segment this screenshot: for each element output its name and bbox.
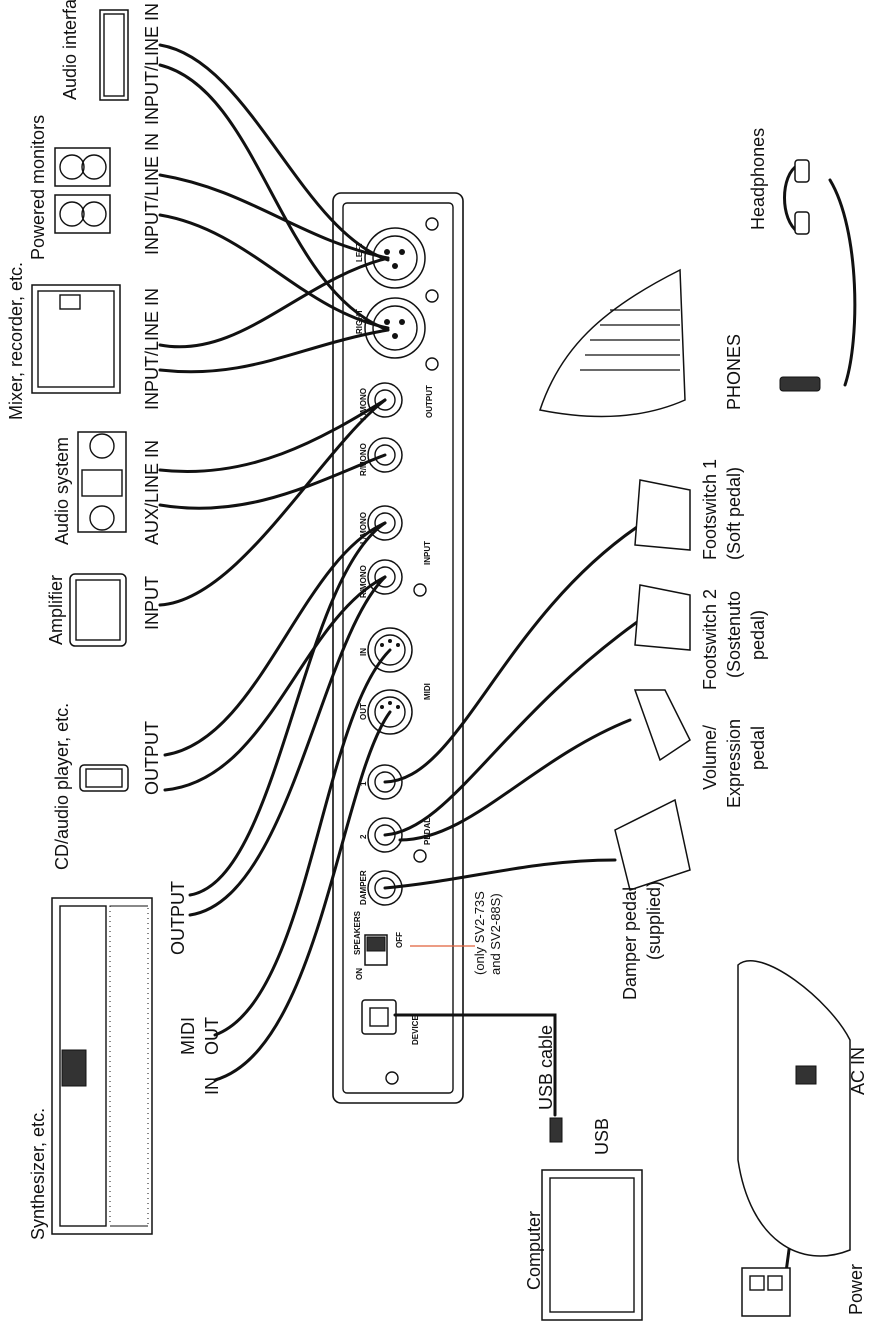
- panel-device-label: DEVICE: [411, 1015, 420, 1045]
- label-usb-cable: USB cable: [536, 1025, 556, 1110]
- damper-pedal-device: [614, 798, 691, 891]
- label-computer: Computer: [524, 1211, 544, 1290]
- label-output-cd: OUTPUT: [142, 721, 162, 795]
- mixer-device: [31, 284, 121, 394]
- label-footswitch-1: Footswitch 1: [700, 459, 720, 560]
- label-powered-monitors: Powered monitors: [28, 115, 48, 260]
- label-synthesizer: Synthesizer, etc.: [28, 1108, 48, 1240]
- label-footswitch-2: Footswitch 2: [700, 589, 720, 690]
- label-input-line-in-2: INPUT/LINE IN: [142, 133, 162, 255]
- piano-body-ac: [737, 960, 851, 1257]
- computer-device: [541, 1169, 643, 1321]
- panel-pedal-2-label: 2: [359, 834, 368, 839]
- label-footswitch-1-sub: (Soft pedal): [724, 467, 744, 560]
- rear-panel: [332, 192, 464, 1104]
- panel-r-mono-in-label: R/MONO: [359, 565, 368, 598]
- label-midi: MIDI: [178, 1017, 198, 1055]
- panel-on-label: ON: [355, 968, 364, 980]
- amplifier-device: [69, 573, 127, 647]
- label-usb: USB: [592, 1118, 612, 1155]
- label-footswitch-2-sub2: pedal): [748, 610, 768, 660]
- label-volume-pedal-3: pedal: [748, 726, 768, 770]
- label-audio-system: Audio system: [52, 437, 72, 545]
- powered-monitors-device: [54, 147, 111, 234]
- audio-system-device: [77, 431, 127, 533]
- xlr-output-left[interactable]: [364, 227, 426, 289]
- label-aux-line-in: AUX/LINE IN: [142, 440, 162, 545]
- panel-midi-label: MIDI: [423, 683, 432, 700]
- label-footswitch-2-sub1: (Sostenuto: [724, 591, 744, 678]
- panel-r-mono-out-label: R/MONO: [359, 443, 368, 476]
- label-midi-in: IN: [202, 1077, 222, 1095]
- panel-speakers-label: SPEAKERS: [353, 910, 362, 955]
- label-damper-pedal-sub: (supplied): [644, 881, 664, 960]
- power-outlet-device: [741, 1267, 791, 1317]
- panel-pedal-label: PEDAL: [423, 818, 432, 845]
- piano-illustration: [539, 268, 686, 418]
- label-only-models-1: (only SV2-73S: [472, 891, 487, 975]
- panel-off-label: OFF: [395, 932, 404, 948]
- footswitch-2-device: [634, 584, 691, 651]
- cables: [158, 43, 857, 1282]
- cd-audio-player-device: [79, 764, 129, 792]
- panel-input-label: INPUT: [423, 541, 432, 565]
- panel-midi-in-label: IN: [359, 648, 368, 656]
- volume-pedal-device: [633, 689, 691, 762]
- diagram-labels: Audio interface INPUT/LINE IN Powered mo…: [6, 0, 868, 1315]
- label-volume-pedal-2: Expression: [724, 719, 744, 808]
- xlr-output-right[interactable]: [364, 297, 426, 359]
- headphones-device: [779, 159, 821, 392]
- label-headphones: Headphones: [748, 128, 768, 230]
- label-phones: PHONES: [724, 334, 744, 410]
- panel-pedal-1-label: 1: [359, 781, 368, 786]
- panel-labels: LEFT RIGHT L/MONO R/MONO OUTPUT L/MONO R…: [353, 242, 434, 1045]
- label-audio-interface: Audio interface: [60, 0, 80, 100]
- panel-damper-label: DAMPER: [359, 870, 368, 905]
- usb-plug-icon: [549, 1117, 563, 1143]
- panel-output-label: OUTPUT: [425, 385, 434, 418]
- panel-midi-out-label: OUT: [359, 703, 368, 720]
- label-amplifier: Amplifier: [46, 575, 66, 645]
- usb-device-port[interactable]: [361, 999, 397, 1035]
- label-input-line-in-3: INPUT/LINE IN: [142, 288, 162, 410]
- label-power: Power: [846, 1264, 866, 1315]
- label-cd-player: CD/audio player, etc.: [52, 703, 72, 870]
- synthesizer-device: [51, 897, 153, 1235]
- label-damper-pedal: Damper pedal: [620, 887, 640, 1000]
- audio-interface-device: [99, 9, 129, 101]
- speakers-switch[interactable]: [364, 934, 388, 966]
- label-midi-out: OUT: [202, 1017, 222, 1055]
- label-volume-pedal-1: Volume/: [700, 725, 720, 790]
- label-only-models-2: and SV2-88S): [488, 893, 503, 975]
- label-mixer: Mixer, recorder, etc.: [6, 262, 26, 420]
- panel-l-mono-out-label: L/MONO: [359, 388, 368, 420]
- label-input-line-in-1: INPUT/LINE IN: [142, 3, 162, 125]
- panel-l-mono-in-label: L/MONO: [359, 512, 368, 544]
- label-ac-in: AC IN: [848, 1047, 868, 1095]
- panel-right-label: RIGHT: [355, 309, 364, 334]
- footswitch-1-device: [634, 479, 691, 551]
- label-input: INPUT: [142, 576, 162, 630]
- label-output-synth: OUTPUT: [168, 881, 188, 955]
